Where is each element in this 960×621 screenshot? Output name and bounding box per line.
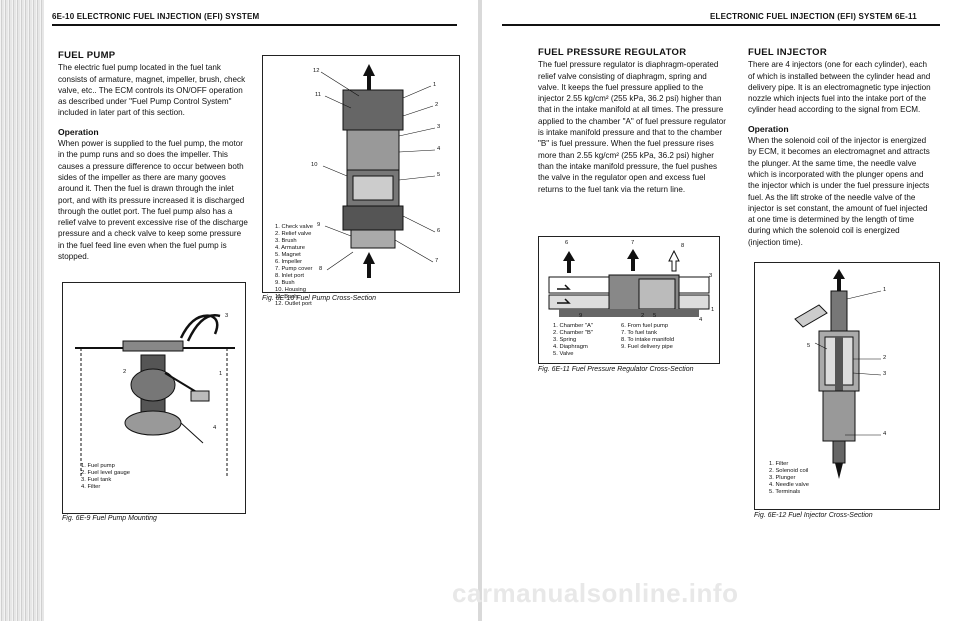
legend-item: 11. Bush <box>275 294 298 300</box>
callout-label: 11 <box>315 92 322 98</box>
fig-6e9-caption: Fig. 6E-9 Fuel Pump Mounting <box>62 515 157 522</box>
fuel-pump-cross-section-drawing <box>320 64 436 278</box>
callout-label: 7 <box>631 240 635 246</box>
legend-item: 3. Brush <box>275 238 297 244</box>
fuel-pump-mounting-drawing <box>75 314 235 478</box>
right-page: ELECTRONIC FUEL INJECTION (EFI) SYSTEM 6… <box>482 0 960 621</box>
injector-section: FUEL INJECTOR There are 4 injectors (one… <box>748 47 934 248</box>
callout-label: 9 <box>317 222 321 228</box>
callout-label: 4 <box>437 146 441 152</box>
injector-title: FUEL INJECTOR <box>748 47 828 58</box>
legend-item: 10. Housing <box>275 287 306 293</box>
legend-item: 2. Solenoid coil <box>769 468 809 474</box>
legend-item: 5. Valve <box>553 351 574 357</box>
callout-label: 5 <box>437 172 441 178</box>
legend-item: 9. Fuel delivery pipe <box>621 344 673 350</box>
fig-6e11-legend-left: 1. Chamber "A" 2. Chamber "B" 3. Spring … <box>553 323 593 358</box>
fig-6e11-legend-right: 6. From fuel pump 7. To fuel tank 8. To … <box>621 323 674 351</box>
fig-6e12-legend: 1. Filter 2. Solenoid coil 3. Plunger 4.… <box>769 461 809 496</box>
callout-label: 3 <box>225 313 229 319</box>
fuel-pump-intro: The electric fuel pump located in the fu… <box>58 63 246 118</box>
injector-drawing <box>794 269 882 479</box>
callout-label: 2 <box>435 102 439 108</box>
callout-label: 1 <box>433 82 437 88</box>
regulator-section: FUEL PRESSURE REGULATOR The fuel pressur… <box>538 47 726 195</box>
right-page-header: ELECTRONIC FUEL INJECTION (EFI) SYSTEM 6… <box>710 12 917 21</box>
legend-item: 8. To intake manifold <box>621 337 675 343</box>
injector-operation-title: Operation <box>748 123 789 134</box>
callout-label: 8 <box>681 243 685 249</box>
left-page-header: 6E-10 ELECTRONIC FUEL INJECTION (EFI) SY… <box>52 12 260 21</box>
fig-6e12-caption: Fig. 6E-12 Fuel Injector Cross-Section <box>754 512 873 519</box>
fig-6e12-injector-cross-section: 1. Filter 2. Solenoid coil 3. Plunger 4.… <box>754 262 940 510</box>
page-gutter <box>478 0 482 621</box>
fig-6e10-fuel-pump-cross-section: 1. Check valve 2. Relief valve 3. Brush … <box>262 55 460 307</box>
callout-label: 10 <box>311 162 318 168</box>
callout-label: 2 <box>641 313 645 319</box>
page-binding-edge <box>0 0 44 621</box>
callout-label: 1 <box>219 371 223 377</box>
legend-item: 1. Filter <box>769 461 789 467</box>
callout-label: 4 <box>883 431 887 437</box>
fuel-pump-operation-title: Operation <box>58 126 99 137</box>
fig-6e10-legend: 1. Check valve 2. Relief valve 3. Brush … <box>275 224 313 308</box>
legend-item: 4. Diaphragm <box>553 344 588 350</box>
pressure-regulator-drawing <box>548 249 710 317</box>
header-rule <box>52 24 457 26</box>
callout-label: 3 <box>883 371 887 377</box>
legend-item: 2. Fuel level gauge <box>81 470 130 476</box>
callout-label: 2 <box>123 369 127 375</box>
callout-label: 4 <box>213 425 217 431</box>
callout-label: 5 <box>807 343 811 349</box>
callout-label: 3 <box>709 273 713 279</box>
legend-item: 5. Magnet <box>275 252 301 258</box>
legend-item: 7. Pump cover <box>275 266 313 272</box>
callout-label: 3 <box>437 124 441 130</box>
legend-item: 3. Spring <box>553 337 577 343</box>
legend-item: 1. Check valve <box>275 224 314 230</box>
callout-label: 4 <box>699 317 703 323</box>
legend-item: 5. Terminals <box>769 489 801 495</box>
legend-item: 4. Needle valve <box>769 482 809 488</box>
regulator-title: FUEL PRESSURE REGULATOR <box>538 47 687 58</box>
legend-item: 12. Outlet port <box>275 301 312 307</box>
callout-label: 1 <box>883 287 887 293</box>
legend-item: 6. Impeller <box>275 259 303 265</box>
fuel-pump-section: FUEL PUMP The electric fuel pump located… <box>58 50 248 262</box>
legend-item: 1. Chamber "A" <box>553 323 593 329</box>
fig-6e10-caption: Fig. 6E-10 Fuel Pump Cross-Section <box>262 295 376 302</box>
watermark-text: carmanualsonline.info <box>452 578 739 608</box>
callout-label: 6 <box>565 240 569 246</box>
callout-label: 7 <box>435 258 439 264</box>
legend-item: 4. Filter <box>81 484 101 490</box>
fuel-pump-operation-text: When power is supplied to the fuel pump,… <box>58 139 248 262</box>
callout-label: 8 <box>319 266 323 272</box>
legend-item: 9. Bush <box>275 280 295 286</box>
fig-6e11-caption: Fig. 6E-11 Fuel Pressure Regulator Cross… <box>538 366 694 373</box>
legend-item: 2. Relief valve <box>275 231 312 237</box>
fuel-pump-title: FUEL PUMP <box>58 50 116 61</box>
injector-intro: There are 4 injectors (one for each cyli… <box>748 60 931 115</box>
legend-item: 2. Chamber "B" <box>553 330 593 336</box>
legend-item: 7. To fuel tank <box>621 330 657 336</box>
legend-item: 3. Fuel tank <box>81 477 112 483</box>
left-page: 6E-10 ELECTRONIC FUEL INJECTION (EFI) SY… <box>0 0 478 621</box>
legend-item: 4. Armature <box>275 245 305 251</box>
header-rule <box>502 24 940 26</box>
callout-label: 2 <box>883 355 887 361</box>
legend-item: 8. Inlet port <box>275 273 305 279</box>
injector-operation-text: When the solenoid coil of the injector i… <box>748 136 930 247</box>
legend-item: 6. From fuel pump <box>621 323 669 329</box>
fig-6e9-fuel-pump-mounting: 1. Fuel pump 2. Fuel level gauge 3. Fuel… <box>62 282 246 514</box>
callout-label: 6 <box>437 228 441 234</box>
callout-label: 5 <box>653 313 657 319</box>
callout-label: 9 <box>579 313 583 319</box>
fig-6e9-legend: 1. Fuel pump 2. Fuel level gauge 3. Fuel… <box>81 463 130 491</box>
legend-item: 3. Plunger <box>769 475 796 481</box>
legend-item: 1. Fuel pump <box>81 463 115 469</box>
callout-label: 1 <box>711 307 715 313</box>
callout-label: 12 <box>313 68 320 74</box>
fig-6e11-pressure-regulator-cross-section: 1. Chamber "A" 2. Chamber "B" 3. Spring … <box>538 236 720 364</box>
regulator-text: The fuel pressure regulator is diaphragm… <box>538 60 726 194</box>
